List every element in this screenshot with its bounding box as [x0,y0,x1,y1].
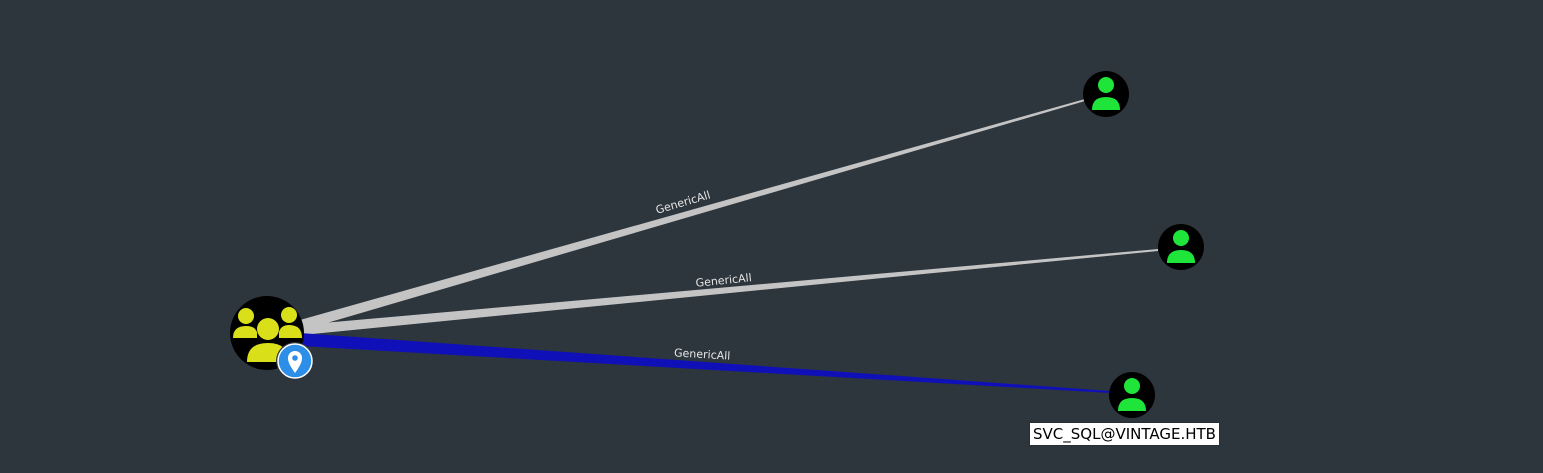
user-icon [1092,77,1120,110]
edge-label-user2: GenericAll [695,271,752,290]
user-node-1[interactable] [1083,71,1129,117]
user-node-3[interactable] [1109,372,1155,418]
edge-group-to-user3[interactable] [300,333,1110,393]
user-icon [1118,378,1146,411]
edge-group-to-user1[interactable] [300,99,1085,330]
user-node-2[interactable] [1158,224,1204,270]
user-icon [1167,230,1195,263]
location-pin-icon [276,342,314,380]
edge-label-user3: GenericAll [674,346,731,362]
edge-group-to-user2[interactable] [300,249,1158,335]
graph-edge-labels: GenericAll GenericAll GenericAll [654,189,752,363]
group-node[interactable] [230,296,314,380]
graph-edges [300,99,1158,393]
users-group-icon [233,307,302,362]
node-label-svc-sql: SVC_SQL@VINTAGE.HTB [1030,423,1219,445]
